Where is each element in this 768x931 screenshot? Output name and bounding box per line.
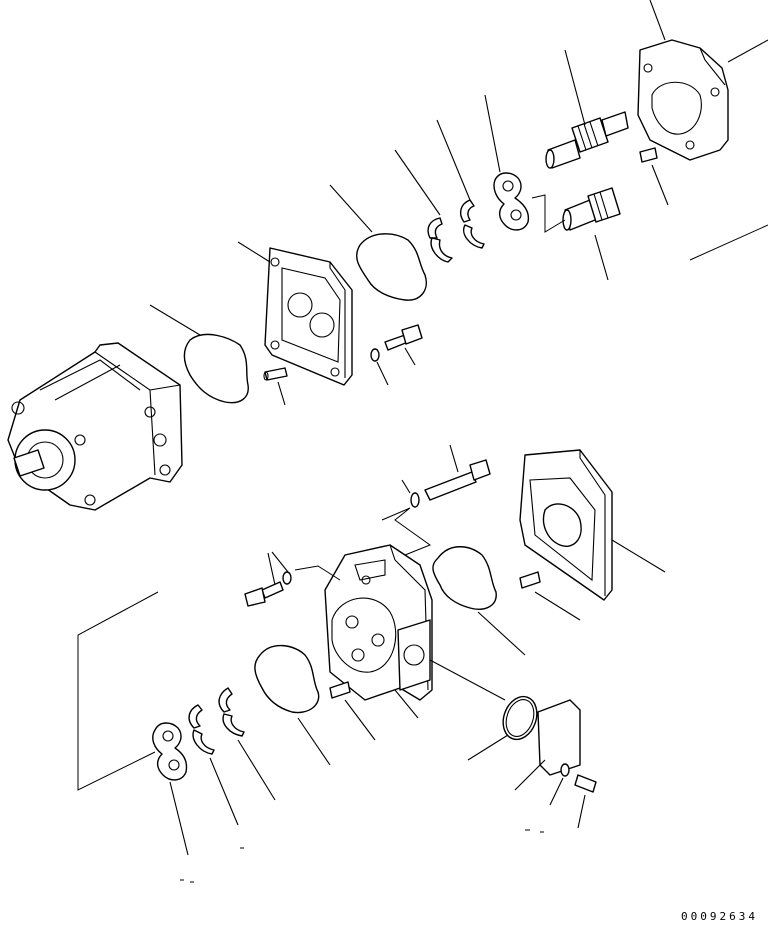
bolt-lower-left: [244, 551, 292, 607]
gasket-upper-2: [329, 184, 427, 301]
drive-gear-shaft: [545, 49, 629, 169]
bolt-lower-right: [549, 763, 597, 829]
snap-rings-lower: [188, 687, 276, 826]
leader-bracket-right: [689, 39, 768, 261]
leader-bracket-lower-left: [77, 591, 159, 791]
o-ring: [429, 659, 538, 761]
end-cover: [514, 699, 581, 791]
gasket-lower-left: [254, 644, 331, 766]
long-bolt: [401, 444, 491, 508]
wear-plate-lower: [152, 722, 189, 856]
leader-bracket-lower-b: [381, 507, 432, 556]
pump-body: [7, 342, 183, 511]
dowel-pin-lower-center: [329, 681, 376, 741]
pump-housing-lower: [324, 544, 433, 719]
dowel-pin-lower-right: [519, 571, 581, 621]
bolt-upper: [370, 324, 423, 386]
leader-bracket-lower-a: [294, 565, 341, 581]
driven-gear-shaft: [562, 187, 621, 281]
gasket-upper-1: [149, 304, 249, 404]
rear-cover-plate: [519, 449, 666, 601]
front-plate: [237, 241, 353, 386]
dowel-pin-upper-1: [263, 367, 288, 406]
rear-housing-upper: [637, 0, 729, 161]
snap-rings-upper: [394, 119, 485, 263]
leader-end-ticks: [180, 829, 544, 883]
dowel-pin-upper-2: [639, 147, 669, 206]
gasket-lower-right: [432, 546, 526, 656]
wear-plate-upper: [484, 94, 530, 231]
drawing-number: 00092634: [681, 910, 758, 923]
leader-bracket: [531, 194, 566, 233]
